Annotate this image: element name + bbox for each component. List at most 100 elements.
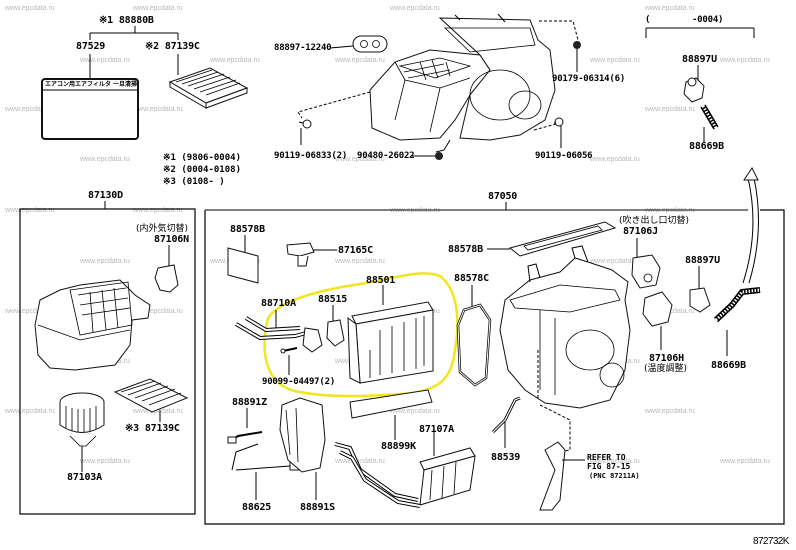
grommet-88897 (329, 35, 388, 53)
watermark: www.epcdata.ru (645, 106, 695, 113)
grommet-90480 (412, 152, 443, 160)
part-label-88891S: 88891S (300, 502, 335, 513)
expansion-valve-88515 (326, 305, 345, 347)
assembly-label-87050: 87050 (488, 191, 518, 202)
hvac-case-87050 (499, 245, 631, 409)
duct-refer (539, 404, 585, 511)
caution-label-card (41, 78, 139, 140)
watermark: www.epcdata.ru (133, 106, 183, 113)
part-label-87106H: 87106H (649, 353, 684, 364)
air-filter-1 (168, 67, 249, 109)
watermark: www.epcdata.ru (720, 458, 770, 465)
kit-bracket (89, 26, 179, 78)
label-card-text: エアコン用エアフィルタ 一旦清掃 (45, 81, 137, 88)
part-label-88710A: 88710A (261, 298, 296, 309)
part-label-88669B: 88669B (711, 360, 746, 371)
part-label-88515: 88515 (318, 294, 348, 305)
pad-88899K (349, 389, 433, 440)
watermark: www.epcdata.ru (590, 258, 640, 265)
part-label-88899K: 88899K (381, 441, 416, 452)
duct-88891S (279, 397, 326, 500)
watermark: www.epcdata.ru (5, 106, 55, 113)
watermark: www.epcdata.ru (335, 458, 385, 465)
part-label-87106N: 87106N (154, 234, 189, 245)
watermark: www.epcdata.ru (80, 156, 130, 163)
part-label-87106J: 87106J (623, 226, 658, 237)
direction-arrow (742, 167, 759, 284)
watermark: www.epcdata.ru (80, 258, 130, 265)
part-label-88897U: 88897U (685, 255, 720, 266)
watermark: www.epcdata.ru (133, 308, 183, 315)
watermark: www.epcdata.ru (590, 458, 640, 465)
part-label-88669B-top: 88669B (689, 141, 724, 152)
servo-note-87106H: (温度調整) (644, 364, 688, 374)
servo-note-87106J: (吹き出し口切替) (619, 216, 690, 226)
blower-case (34, 279, 151, 371)
wire-88891Z (227, 408, 263, 444)
part-label-88578B-top: 88578B (448, 244, 483, 255)
hvac-housing-top (369, 13, 556, 153)
refer-note-line3: (PNC 87211A) (589, 472, 640, 480)
heater-core-87107A (334, 432, 476, 508)
valve-88897U (689, 266, 711, 313)
nut-90179 (573, 41, 581, 72)
servo-87106H (642, 291, 673, 350)
watermark: www.epcdata.ru (335, 258, 385, 265)
highlight-outline (263, 272, 459, 398)
hose-88669B (713, 287, 761, 356)
watermark: www.epcdata.ru (645, 408, 695, 415)
watermark: www.epcdata.ru (133, 408, 183, 415)
watermark: www.epcdata.ru (80, 458, 130, 465)
tube-88710A (234, 310, 323, 353)
box-87050 (204, 202, 785, 525)
watermark: www.epcdata.ru (5, 408, 55, 415)
air-filter-3 (113, 378, 189, 422)
watermark: www.epcdata.ru (210, 57, 260, 64)
part-label-87107A: 87107A (419, 424, 454, 435)
bolt-90099 (280, 347, 298, 375)
watermark: www.epcdata.ru (5, 5, 55, 12)
date-bracket (645, 27, 755, 38)
kit-label-88880B: ※1 88880B (99, 15, 154, 26)
part-label-88897-12240: 88897-12240 (274, 43, 332, 53)
part-label-88578C: 88578C (454, 273, 489, 284)
legend-2: ※2 (0004-0108) (163, 165, 241, 175)
part-label-88625: 88625 (242, 502, 272, 513)
watermark: www.epcdata.ru (5, 207, 55, 214)
hose-88669B-top (700, 104, 719, 142)
part-label-87103A: 87103A (67, 472, 102, 483)
part-label-90119-06056: 90119-06056 (535, 151, 593, 161)
assembly-label-87130D: 87130D (88, 190, 123, 201)
seal-88578B (487, 221, 617, 257)
part-label-87165C: 87165C (338, 245, 373, 256)
servo-87106N (154, 245, 179, 293)
servo-87106J (631, 238, 661, 289)
refer-note-line1: REFER TO (587, 453, 626, 462)
watermark: www.epcdata.ru (133, 5, 183, 12)
part-label-87139C-2: ※2 87139C (145, 41, 200, 52)
figure-code: 872732K (753, 536, 789, 547)
watermark: www.epcdata.ru (5, 308, 55, 315)
watermark: www.epcdata.ru (720, 57, 770, 64)
part-label-88897U-top: 88897U (682, 54, 717, 65)
watermark: www.epcdata.ru (133, 207, 183, 214)
blower-motor-87103A (59, 392, 105, 472)
part-label-90099-04497: 90099-04497(2) (262, 377, 336, 387)
part-label-88501: 88501 (366, 275, 396, 286)
part-label-90480-26022: 90480-26022 (357, 151, 415, 161)
legend-1: ※1 (9806-0004) (163, 153, 241, 163)
valve-88897U-top (683, 65, 705, 103)
gasket-88578C (456, 285, 492, 387)
watermark: www.epcdata.ru (335, 57, 385, 64)
watermark: www.epcdata.ru (590, 156, 640, 163)
servo-note-87106N: (内外気切替) (136, 224, 189, 234)
part-label-87139C-3: ※3 87139C (125, 423, 180, 434)
part-label-88891Z: 88891Z (232, 397, 267, 408)
pad-88578B (227, 235, 259, 284)
date-range-label: ( -0004) (645, 15, 724, 25)
part-label-88539: 88539 (491, 452, 521, 463)
box-87130D (19, 201, 196, 515)
watermark: www.epcdata.ru (80, 57, 130, 64)
